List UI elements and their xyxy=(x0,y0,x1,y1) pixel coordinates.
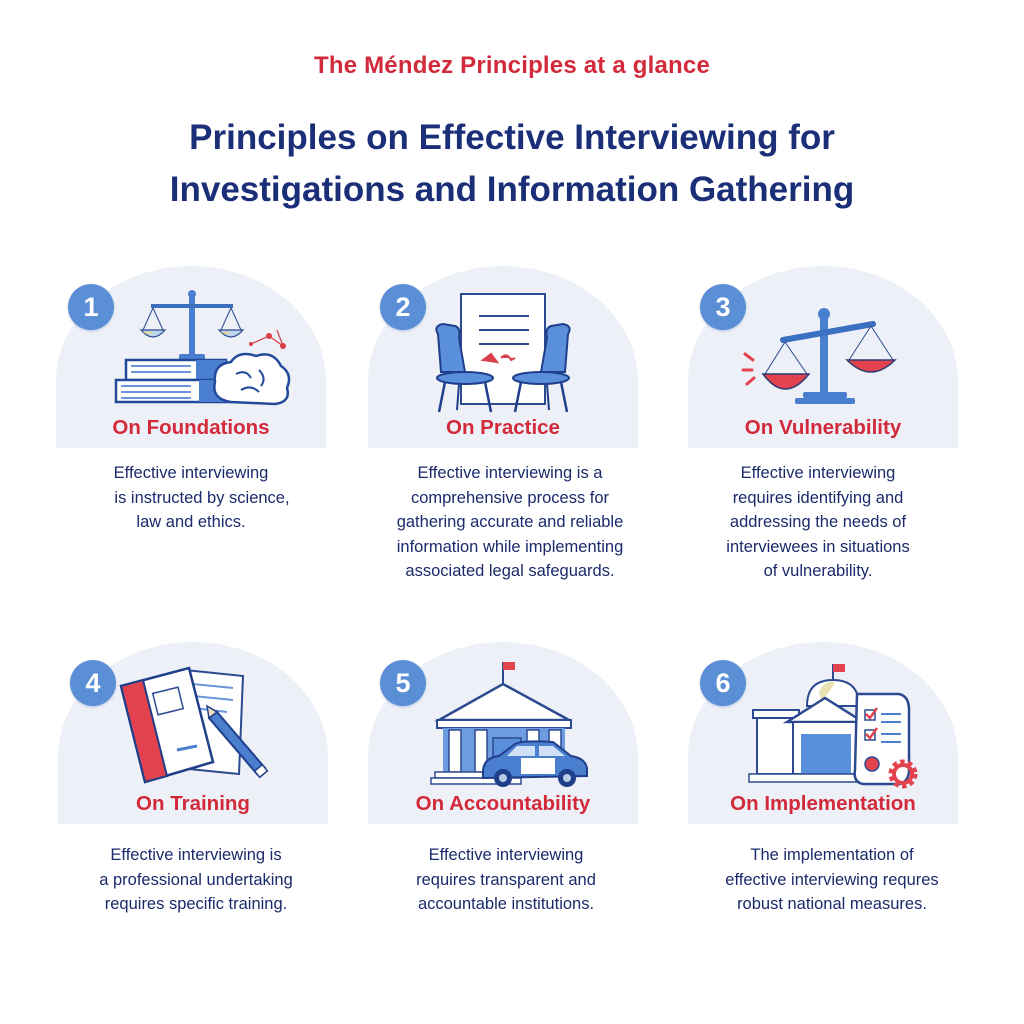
principle-description-practice: Effective interviewing is a comprehensiv… xyxy=(360,461,660,584)
principle-number-badge: 6 xyxy=(700,660,746,706)
description-line: requires specific training. xyxy=(104,895,288,913)
description-line: interviewees in situations xyxy=(726,537,910,556)
principle-description-training: Effective interviewing is a professional… xyxy=(46,843,346,917)
building-checklist-gear-icon xyxy=(748,664,918,789)
description-line: Effective interviewing xyxy=(113,464,269,482)
description-line: Effective interviewing xyxy=(428,846,584,864)
page-title-line-2: Investigations and Information Gathering xyxy=(169,170,855,209)
principle-number-badge: 5 xyxy=(380,660,426,706)
scales-books-brain-icon xyxy=(114,290,291,406)
description-line: is instructed by science, xyxy=(114,488,290,507)
principle-card-practice: 2 On Practice xyxy=(368,266,638,448)
institution-car-icon xyxy=(430,662,588,787)
description-line: requires transparent and xyxy=(416,870,596,889)
principle-card-training: 4 On Training xyxy=(58,642,328,824)
kicker-subtitle: The Méndez Principles at a glance xyxy=(313,52,711,79)
chairs-document-icon xyxy=(435,293,571,413)
description-line: Effective interviewing xyxy=(740,464,896,482)
description-line: gathering accurate and reliable xyxy=(396,513,624,531)
principle-card-implementation: 6 On Implementation xyxy=(688,642,958,824)
principle-description-implementation: The implementation of effective intervie… xyxy=(682,843,982,917)
principle-card-vulnerability: 3 On Vulnerability xyxy=(688,266,958,448)
principle-title: On Practice xyxy=(446,416,560,439)
unbalanced-scales-icon xyxy=(741,308,897,404)
principle-title: On Accountability xyxy=(415,792,591,815)
description-line: effective interviewing requres xyxy=(725,870,939,889)
principle-number-badge: 4 xyxy=(70,660,116,706)
description-line: associated legal safeguards. xyxy=(405,562,615,580)
description-line: robust national measures. xyxy=(737,895,927,913)
description-line: Effective interviewing is a xyxy=(417,464,603,482)
page-title-line-1: Principles on Effective Interviewing for xyxy=(189,118,835,157)
principle-description-accountability: Effective interviewing requires transpar… xyxy=(356,843,656,917)
description-line: requires identifying and xyxy=(732,488,904,507)
principle-card-accountability: 5 On Accountability xyxy=(368,642,638,824)
description-line: a professional undertaking xyxy=(99,870,293,889)
description-line: of vulnerability. xyxy=(763,562,873,580)
description-line: Effective interviewing is xyxy=(110,846,282,864)
principle-title: On Training xyxy=(136,792,250,815)
principle-number-badge: 1 xyxy=(68,284,114,330)
principle-description-vulnerability: Effective interviewing requires identify… xyxy=(668,461,968,584)
description-line: addressing the needs of xyxy=(729,513,907,531)
principle-card-foundations: 1 On Foundations xyxy=(56,266,326,448)
page-title: Principles on Effective Interviewing for… xyxy=(0,112,1024,216)
description-line: information while implementing xyxy=(396,537,624,556)
principle-title: On Implementation xyxy=(730,792,916,815)
principle-number-badge: 3 xyxy=(700,284,746,330)
principle-number-badge: 2 xyxy=(380,284,426,330)
description-line: law and ethics. xyxy=(136,513,246,531)
notebook-pencil-icon xyxy=(119,666,269,784)
description-line: The implementation of xyxy=(750,846,914,864)
principle-title: On Foundations xyxy=(112,416,270,439)
principle-description-foundations: Effective interviewing is instructed by … xyxy=(41,461,341,535)
description-line: accountable institutions. xyxy=(417,895,595,913)
description-line: comprehensive process for xyxy=(410,488,610,507)
principle-title: On Vulnerability xyxy=(744,416,902,439)
